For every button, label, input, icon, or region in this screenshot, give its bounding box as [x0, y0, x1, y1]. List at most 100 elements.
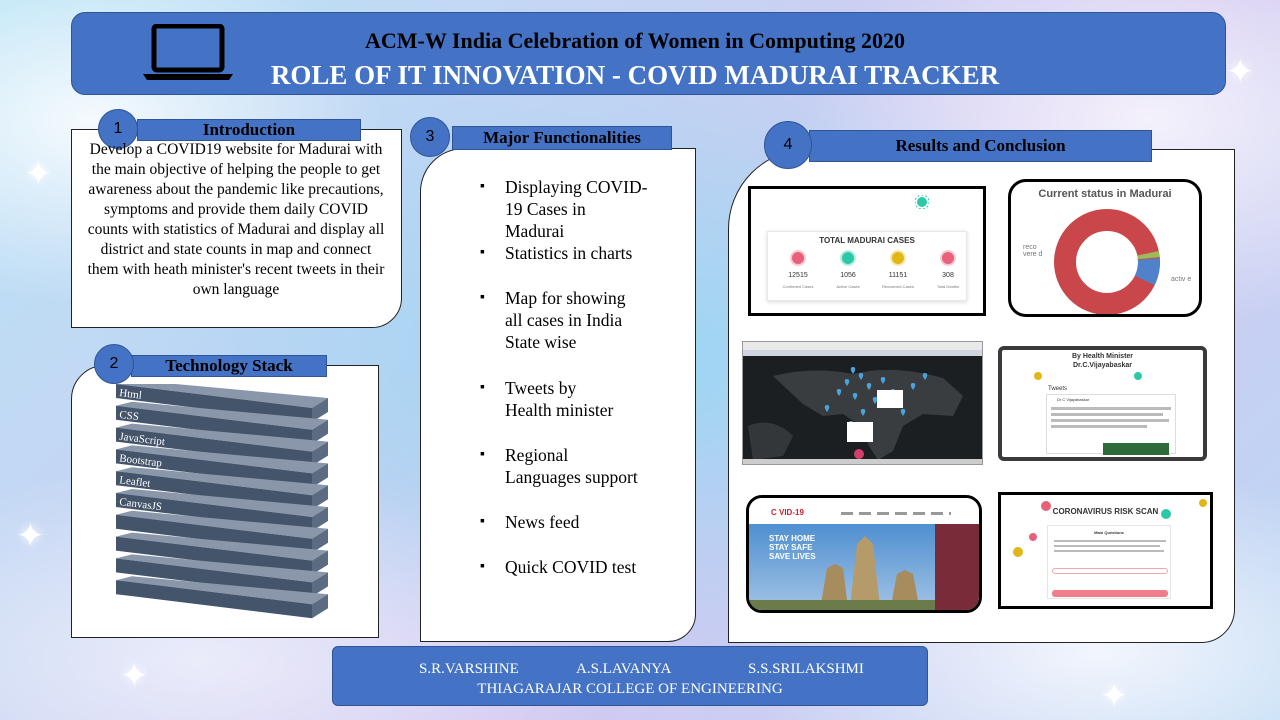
intro-panel: [71, 129, 402, 328]
sparkle-decoration: ✦: [1100, 678, 1129, 715]
risk-scan-card: Main Questions: [1047, 525, 1171, 599]
case-count: 12515: [788, 272, 808, 279]
status-donut-chart: [1054, 209, 1160, 314]
virus-icon: [942, 252, 954, 264]
author-name: A.S.LAVANYA: [576, 661, 672, 677]
next-button[interactable]: [1052, 590, 1168, 597]
stack-layer: [116, 445, 328, 488]
map-pin-icon: [824, 405, 830, 412]
risk-scan-subtitle: Main Questions: [1094, 530, 1124, 535]
map-pin-icon: [852, 393, 858, 400]
case-label: Confirmed Cases: [782, 284, 814, 289]
college-name: THIAGARAJAR COLLEGE OF ENGINEERING: [477, 681, 783, 697]
stack-layer: [116, 554, 328, 597]
home-screenshot: C VID-19 STAY HOME STAY SAFE SAVE LIVES: [746, 495, 982, 613]
tech-number: 2: [94, 344, 134, 384]
tweet-card: Dr C Vijayabaskar: [1046, 394, 1176, 455]
status-title: Current status in Madurai: [1038, 188, 1172, 200]
virus-icon: [1029, 533, 1037, 541]
results-heading: Results and Conclusion: [809, 130, 1152, 162]
intro-number: 1: [98, 109, 138, 149]
author-name: S.R.VARSHINE: [419, 661, 519, 677]
tech-stack-diagram: HtmlCSSJavaScriptBootstrapLeafletCanvasJ…: [116, 384, 328, 619]
status-bar: [743, 459, 982, 464]
recovered-label: reco vere d: [1023, 244, 1043, 258]
tech-heading: Technology Stack: [131, 355, 327, 377]
stack-layer: [116, 576, 328, 619]
risk-scan-screenshot: CORONAVIRUS RISK SCAN Main Questions: [998, 492, 1213, 609]
map-pin-icon: [922, 373, 928, 380]
answer-input[interactable]: [1052, 568, 1168, 574]
functions-heading: Major Functionalities: [452, 126, 672, 150]
site-logo: C VID-19: [771, 508, 804, 517]
map-pin-icon: [872, 397, 878, 404]
sparkle-decoration: ✦: [24, 156, 53, 193]
virus-icon: [1199, 499, 1207, 507]
map-pin-icon: [850, 367, 856, 374]
virus-icon: [892, 252, 904, 264]
functions-number: 3: [410, 117, 450, 157]
map-screenshot: [742, 341, 983, 465]
case-label: Active Cases: [836, 284, 860, 289]
intro-text: Develop a COVID19 website for Madurai wi…: [87, 141, 385, 298]
active-label: activ e: [1171, 276, 1192, 283]
stack-layer-label: CSS: [119, 409, 140, 423]
virus-icon: [1161, 509, 1171, 519]
authors-footer: S.R.VARSHINE A.S.LAVANYA S.S.SRILAKSHMI …: [332, 646, 928, 706]
list-item: News feed: [480, 511, 680, 533]
virus-icon: [842, 252, 854, 264]
tweets-screenshot: By Health Minister Dr.C.Vijayabaskar Twe…: [998, 346, 1207, 461]
virus-icon: [915, 195, 929, 209]
browser-address-bar: [743, 350, 982, 356]
stack-layer-label: Bootstrap: [119, 452, 163, 469]
stack-layer: [116, 510, 328, 553]
stack-layer: [116, 489, 328, 531]
banner-line: STAY SAFE: [769, 543, 813, 552]
temple-banner: [749, 524, 979, 610]
virus-icon: [792, 252, 804, 264]
stack-layer-label: Html: [119, 387, 143, 402]
virus-icon: [1013, 547, 1023, 557]
sparkle-decoration: ✦: [120, 658, 149, 695]
laptop-icon: [143, 24, 233, 80]
tweets-by: By Health Minister: [1071, 353, 1134, 360]
stack-layer-label: JavaScript: [119, 431, 166, 448]
stack-layer: [116, 401, 328, 444]
list-item: Quick COVID test: [480, 556, 680, 578]
stack-layer: [116, 467, 328, 510]
author-name: S.S.SRILAKSHMI: [748, 661, 864, 677]
browser-bar: [743, 342, 982, 350]
case-count: 1056: [840, 272, 856, 279]
intro-heading: Introduction: [137, 119, 361, 141]
stack-layer: [116, 384, 328, 422]
map-pin-icon: [900, 409, 906, 416]
case-label: Recovered Cases: [882, 284, 914, 289]
poster-subtitle: ACM-W India Celebration of Women in Comp…: [364, 28, 906, 53]
map-pin-icon: [880, 377, 886, 384]
cases-title: TOTAL MADURAI CASES: [819, 236, 915, 245]
status-screenshot: Current status in Madurai reco vere d ac…: [1008, 179, 1202, 317]
minister-name: Dr.C.Vijayabaskar: [1072, 362, 1133, 369]
map-pin-icon: [858, 373, 864, 380]
map-pin-icon: [836, 389, 842, 396]
map-pin-icon: [844, 379, 850, 386]
poster-title: ROLE OF IT INNOVATION - COVID MADURAI TR…: [270, 60, 1000, 90]
india-map: [743, 356, 982, 464]
list-item: Statistics in charts: [480, 242, 680, 264]
map-pin-icon: [866, 383, 872, 390]
tweets-tab: Tweets: [1048, 386, 1068, 392]
map-pin-icon: [860, 409, 866, 416]
case-count: 308: [942, 272, 954, 279]
virus-icon: [1041, 501, 1051, 511]
case-count: 11151: [888, 272, 908, 279]
stack-layer-label: Leaflet: [119, 474, 151, 490]
banner-line: STAY HOME: [769, 534, 816, 543]
banner-line: SAVE LIVES: [769, 552, 816, 561]
risk-scan-title: CORONAVIRUS RISK SCAN: [1052, 507, 1159, 516]
sparkle-decoration: ✦: [1226, 54, 1255, 91]
